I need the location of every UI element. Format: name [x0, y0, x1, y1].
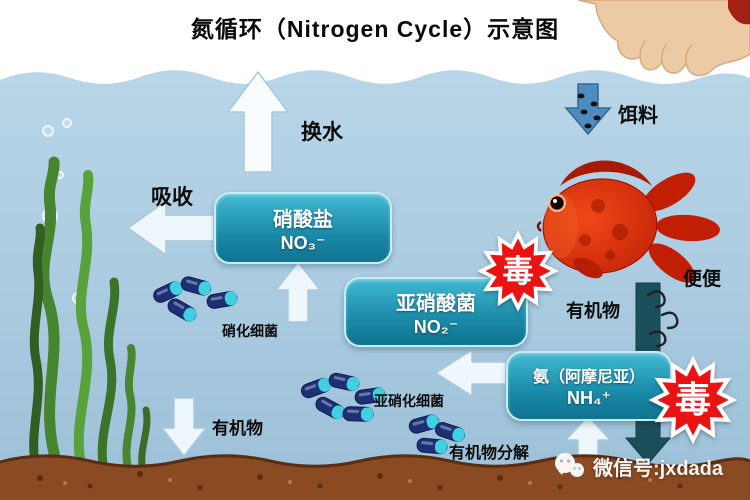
ammonia-box: 氨（阿摩尼亚） NH₄⁺	[506, 351, 672, 421]
label-feed: 饵料	[618, 105, 658, 127]
nitrite-formula: NO₂⁻	[413, 316, 459, 337]
bacteria-group-decomposer-icon	[408, 414, 466, 455]
toxic-badge-ammonia: 毒	[648, 355, 738, 445]
ammonia-name: 氨（阿摩尼亚）	[532, 369, 645, 386]
hand-icon	[577, 0, 750, 77]
arrow-absorb-icon	[127, 200, 215, 256]
toxic-badge-nitrite: 毒	[477, 230, 559, 312]
label-absorb: 吸收	[151, 186, 193, 209]
feed-arrow-icon	[564, 83, 612, 136]
nitrite-name: 亚硝酸菌	[396, 292, 476, 315]
arrow-ammonia-to-nitrite-icon	[435, 349, 507, 397]
label-organic-bottom: 有机物	[212, 419, 263, 438]
toxic-label: 毒	[675, 379, 711, 420]
fish-icon	[536, 160, 720, 283]
label-water-change: 换水	[301, 121, 343, 144]
label-nitrifying-bacteria: 硝化细菌	[222, 323, 278, 339]
watermark-text: 微信号:jxdada	[593, 457, 724, 480]
label-nitrite-bacteria: 亚硝化细菌	[374, 393, 444, 409]
arrow-organic-sink-icon	[161, 397, 207, 457]
arrow-nitrite-to-nitrate-icon	[275, 261, 321, 323]
toxic-star-icon	[477, 230, 559, 312]
nitrate-formula: NO₃⁻	[280, 232, 326, 253]
label-organic-right: 有机物	[566, 301, 620, 321]
bacteria-group-nitrifying-icon	[153, 276, 238, 322]
toxic-label: 毒	[502, 254, 533, 289]
wechat-icon	[555, 453, 584, 477]
feed-pellets-icon	[577, 93, 601, 129]
ammonia-formula: NH₄⁺	[566, 388, 612, 408]
poop-squiggle-icon	[646, 290, 679, 348]
label-organic-decompose: 有机物分解	[449, 445, 530, 462]
label-poop: 便便	[683, 269, 722, 290]
corner-red-patch	[728, 0, 750, 25]
nitrate-box: 硝酸盐 NO₃⁻	[214, 192, 392, 264]
diagram-title: 氮循环（Nitrogen Cycle）示意图	[190, 16, 560, 42]
watermark: 微信号:jxdada	[552, 451, 723, 481]
seaweed-icon	[29, 156, 151, 475]
toxic-star-icon	[648, 355, 738, 445]
arrow-water-change-icon	[227, 71, 289, 173]
bacteria-group-nitrosomonas-icon	[300, 372, 386, 422]
nitrate-name: 硝酸盐	[273, 208, 333, 231]
